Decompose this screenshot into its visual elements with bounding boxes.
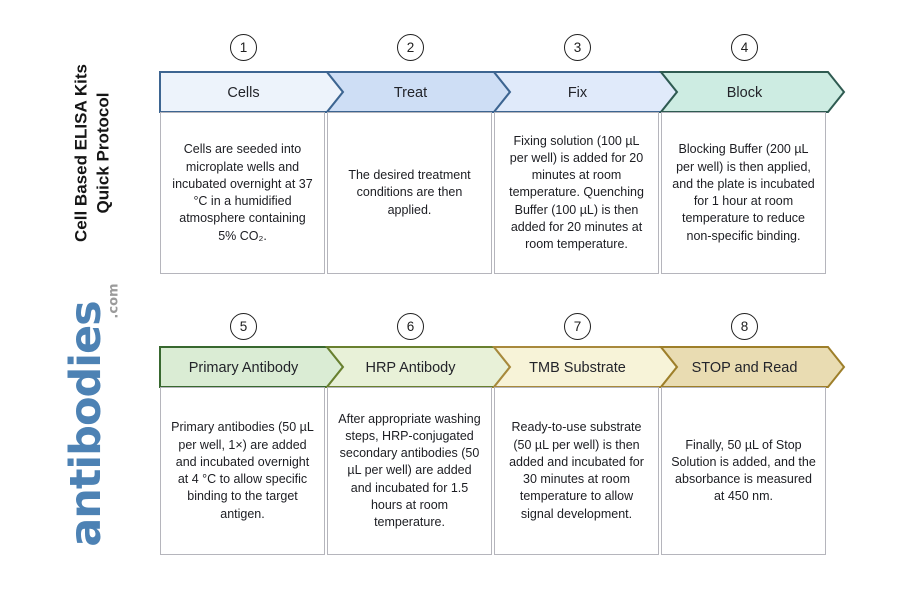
step-label-5: Primary Antibody [188,360,299,376]
banner-row-2 [159,346,846,388]
step-label-6: HRP Antibody [365,360,456,376]
step-description-card-4: Blocking Buffer (200 µL per well) is the… [661,112,826,274]
step-description-card-6: After appropriate washing steps, HRP-con… [327,387,492,555]
step-label-3: Fix [567,85,588,101]
page-title-line1: Cell Based ELISA Kits [71,64,91,242]
step-banner-shape-4 [658,71,846,113]
step-number-8: 8 [731,313,758,340]
brand-logo: antibodies [61,301,111,547]
brand-logo-suffix: .com [106,283,122,319]
step-description-card-7: Ready-to-use substrate (50 µL per well) … [494,387,659,555]
step-description-card-5: Primary antibodies (50 µL per well, 1×) … [160,387,325,555]
step-number-5: 5 [230,313,257,340]
page-title: Cell Based ELISA Kits Quick Protocol [70,37,114,269]
step-description-card-1: Cells are seeded into microplate wells a… [160,112,325,274]
step-description-card-2: The desired treatment conditions are the… [327,112,492,274]
step-label-1: Cells [227,85,260,101]
step-label-2: Treat [393,85,428,101]
banner-row-1 [159,71,846,113]
step-number-2: 2 [397,34,424,61]
step-label-4: Block [726,85,763,101]
step-description-card-3: Fixing solution (100 µL per well) is add… [494,112,659,274]
step-description-card-8: Finally, 50 µL of Stop Solution is added… [661,387,826,555]
step-number-4: 4 [731,34,758,61]
step-banner-shape-8 [658,346,846,388]
step-number-6: 6 [397,313,424,340]
page-title-line2: Quick Protocol [93,92,112,214]
step-number-7: 7 [564,313,591,340]
step-label-7: TMB Substrate [529,360,626,376]
step-number-3: 3 [564,34,591,61]
step-label-8: STOP and Read [691,360,798,376]
step-number-1: 1 [230,34,257,61]
